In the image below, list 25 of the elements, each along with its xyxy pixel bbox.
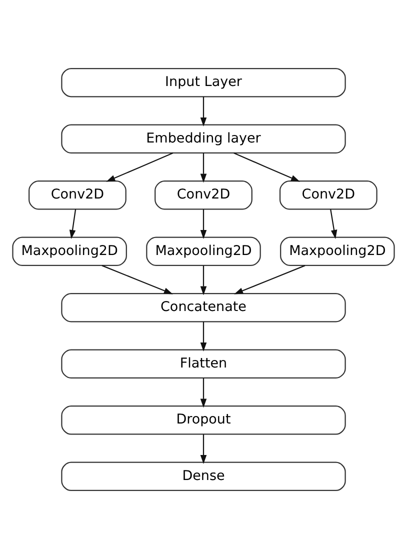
arrow xyxy=(330,208,338,238)
node-box: Input Layer xyxy=(61,67,346,97)
arrow xyxy=(69,208,76,238)
node-box: Conv2D xyxy=(279,180,378,210)
arrow xyxy=(200,265,207,295)
node-box: Conv2D xyxy=(154,180,252,210)
arrow xyxy=(234,152,300,182)
arrow xyxy=(234,264,306,294)
arrow xyxy=(200,378,207,408)
node-box: Flatten xyxy=(61,348,346,378)
node-box: Maxpooling2D xyxy=(12,236,127,266)
arrow xyxy=(200,434,207,464)
node-box: Maxpooling2D xyxy=(146,236,261,266)
node-box: Dropout xyxy=(61,405,346,434)
arrow xyxy=(200,208,207,238)
node-box: Embedding layer xyxy=(61,124,346,153)
arrow xyxy=(200,152,207,182)
node-box: Dense xyxy=(61,461,346,491)
arrow xyxy=(200,96,207,126)
node-box: Conv2D xyxy=(28,180,126,210)
node-box: Maxpooling2D xyxy=(280,236,395,266)
arrow xyxy=(106,152,174,182)
arrow xyxy=(102,264,173,294)
arrow xyxy=(200,321,207,352)
node-box: Concatenate xyxy=(61,292,346,322)
